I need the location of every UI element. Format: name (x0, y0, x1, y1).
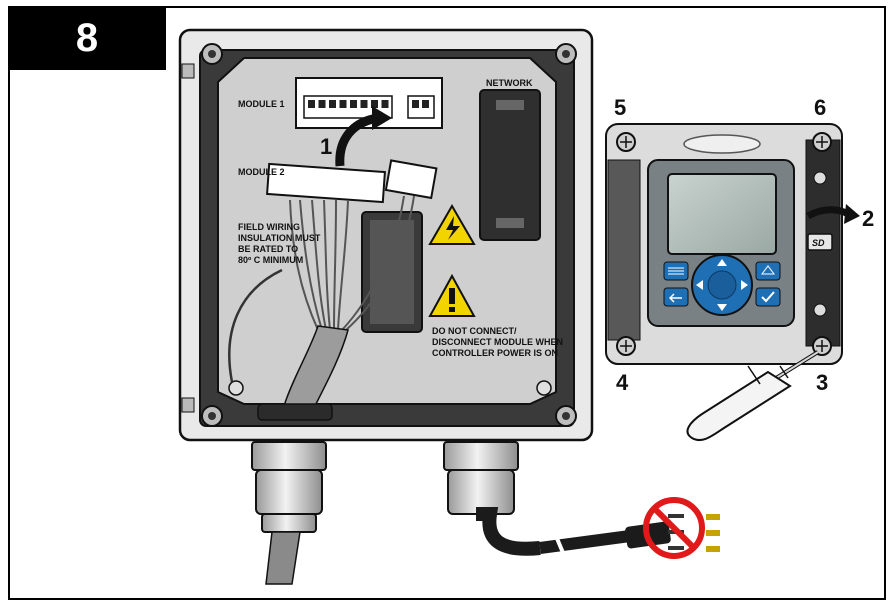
enter-icon[interactable] (755, 287, 781, 307)
home-icon[interactable] (755, 261, 781, 281)
module2-label: MODULE 2 (238, 167, 285, 177)
rotate-arrow-icon (806, 204, 860, 224)
terminal-pin (381, 100, 389, 108)
controller: SD (605, 123, 843, 365)
warning-note: DO NOT CONNECT/ DISCONNECT MODULE WHEN C… (432, 326, 563, 358)
controller-screw (616, 336, 636, 356)
screwdriver-icon (686, 350, 820, 442)
warning-line: CONTROLLER POWER IS ON (432, 348, 558, 358)
callout-2: 2 (862, 206, 874, 231)
cable-gland-left (251, 441, 327, 585)
sd-card-slot: SD (807, 233, 833, 251)
corner-screw (555, 405, 577, 427)
enclosure: MODULE 1 MODULE 2 NETWORK FIELD WIRING I… (178, 28, 594, 442)
terminal-pin (339, 100, 347, 108)
inner-screw (536, 380, 552, 396)
network-slot (479, 89, 541, 241)
module1-label: MODULE 1 (238, 99, 285, 109)
terminal-pin (318, 100, 326, 108)
callout-6: 6 (814, 95, 826, 120)
corner-screw (201, 405, 223, 427)
terminal-pin (329, 100, 336, 108)
warning-line: DISCONNECT MODULE WHEN (432, 337, 563, 347)
door-screw (813, 303, 827, 317)
cable-gland-right (443, 441, 541, 556)
no-power-plug-icon (643, 497, 705, 559)
corner-screw (555, 43, 577, 65)
rotate-arrow-icon (335, 106, 392, 167)
controller-screw (812, 132, 832, 152)
module2-slot (361, 211, 423, 333)
power-cord (539, 514, 720, 561)
field-wiring-line: 80º C MINIMUM (238, 255, 303, 265)
callout-5: 5 (614, 95, 626, 120)
controller-display (667, 173, 777, 255)
field-wiring-line: FIELD WIRING (238, 222, 300, 232)
callout-1: 1 (320, 134, 332, 159)
terminal-pin (412, 100, 419, 108)
controller-screw (616, 132, 636, 152)
sd-label: SD (812, 238, 825, 248)
terminal-pin (308, 100, 315, 108)
back-icon[interactable] (663, 287, 689, 307)
field-wiring-line: BE RATED TO (238, 244, 298, 254)
step-number: 8 (8, 6, 166, 70)
network-label: NETWORK (486, 78, 533, 88)
field-wiring-line: INSULATION MUST (238, 233, 321, 243)
controller-screw (812, 336, 832, 356)
terminal-pin (422, 100, 429, 108)
door-screw (813, 171, 827, 185)
wiring-harness-connector (266, 159, 438, 204)
terminal-pin (371, 100, 378, 108)
corner-screw (201, 43, 223, 65)
field-wires (228, 195, 415, 383)
terminal-pin (350, 100, 357, 108)
field-wiring-note: FIELD WIRING INSULATION MUST BE RATED TO… (238, 222, 321, 265)
module1-pins (308, 100, 429, 108)
caution-icon (428, 273, 476, 317)
terminal-pin (360, 100, 368, 108)
callout-4: 4 (616, 370, 629, 395)
callout-3: 3 (816, 370, 828, 395)
electrical-hazard-icon (428, 204, 476, 245)
nav-keypad-icon[interactable] (691, 254, 753, 316)
warning-line: DO NOT CONNECT/ (432, 326, 517, 336)
inner-screw (228, 380, 244, 396)
